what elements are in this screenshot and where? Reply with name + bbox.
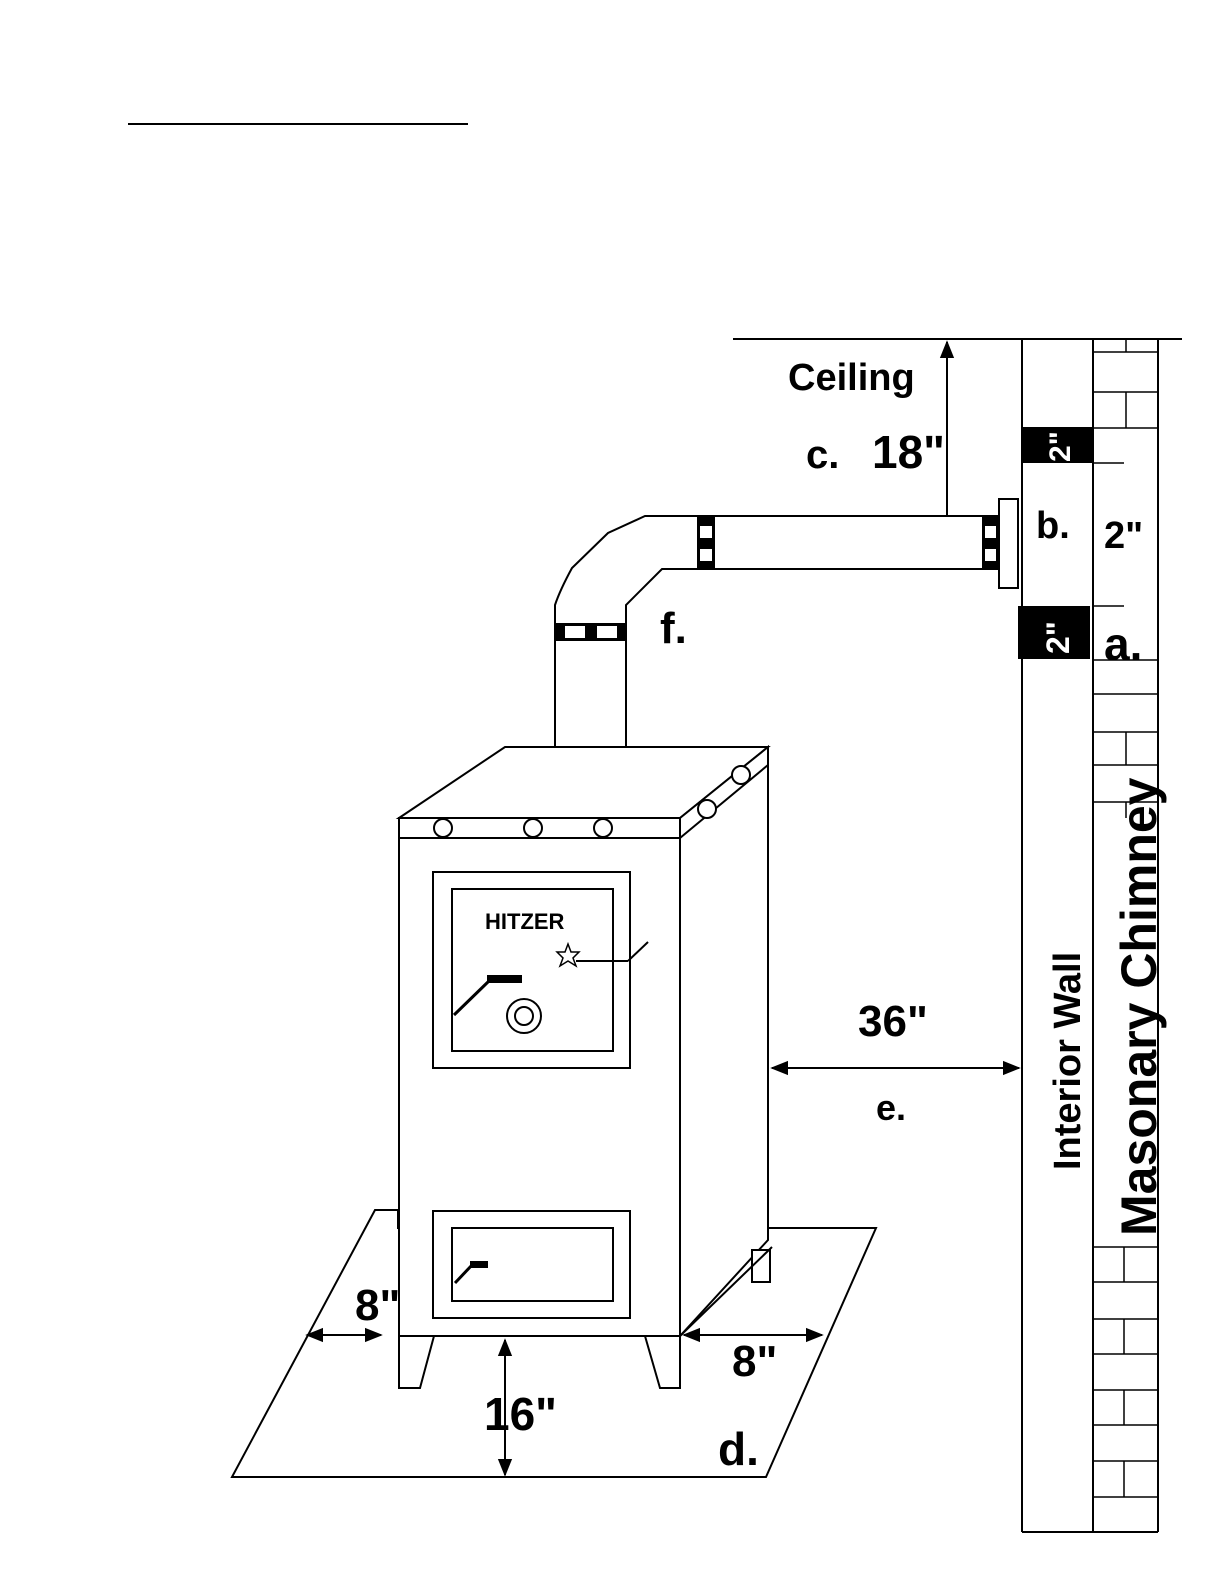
- thimble-depth-value: 2": [1104, 515, 1143, 557]
- thimble-letter: b.: [1036, 505, 1070, 547]
- flue-pipe: [555, 516, 1000, 785]
- brand-label: HITZER: [485, 909, 565, 934]
- interior-wall-label: Interior Wall: [1047, 952, 1089, 1170]
- wall-clearance-value: 36": [858, 997, 928, 1046]
- ceiling-label: Ceiling: [788, 357, 915, 399]
- front-clearance-value: 16": [484, 1388, 557, 1440]
- lower-gap-letter: a.: [1104, 618, 1142, 670]
- floor-pad-letter: d.: [718, 1423, 759, 1475]
- ceiling-letter: c.: [806, 433, 839, 477]
- lower-gap-value: 2": [1040, 621, 1076, 654]
- chimney-label: Masonary Chimney: [1111, 777, 1167, 1236]
- left-clearance-value: 8": [355, 1281, 400, 1330]
- wall-letter: e.: [876, 1087, 906, 1128]
- right-clearance-value: 8": [732, 1337, 777, 1386]
- ceiling-clearance-value: 18": [872, 426, 945, 478]
- upper-gap-value: 2": [1044, 431, 1077, 462]
- elbow-letter: f.: [660, 604, 687, 653]
- thimble-flange: [999, 499, 1018, 588]
- stove-body: [399, 747, 770, 1388]
